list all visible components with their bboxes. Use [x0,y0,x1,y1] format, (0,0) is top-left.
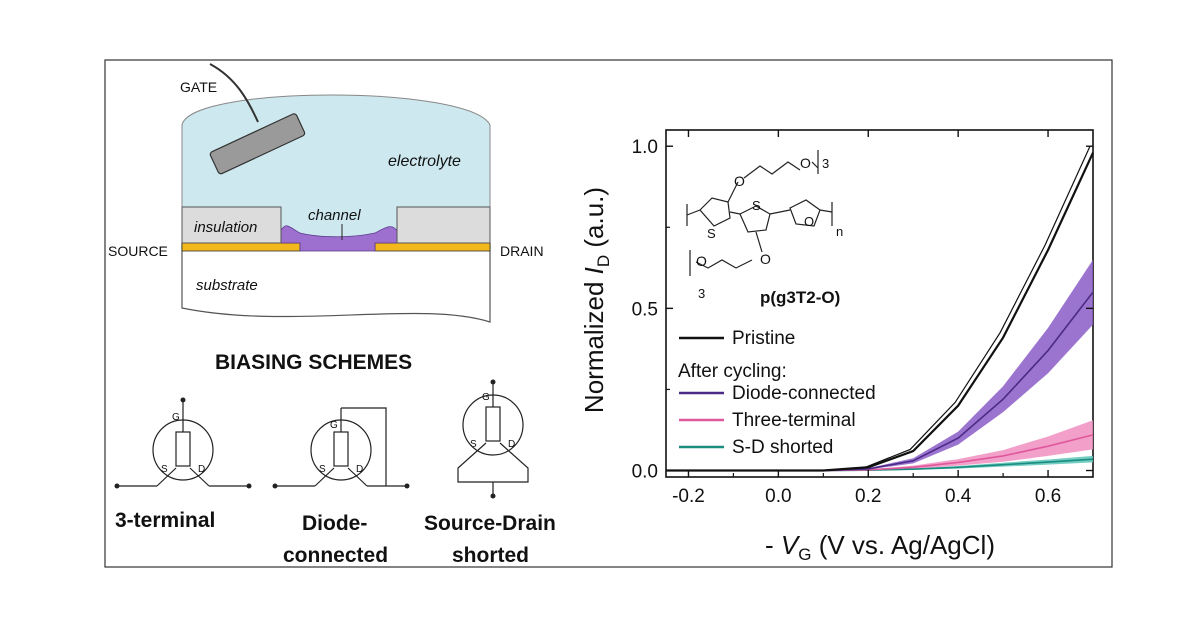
d-label: D [198,464,205,475]
subscript-3-top: 3 [822,156,829,171]
drain-dot [246,483,252,489]
diode-link [341,407,387,486]
scheme-label: 3-terminal [115,509,215,532]
drain-lead [189,467,210,487]
d-label: D [356,464,363,475]
molecule-structure [686,150,833,276]
y-axis-title: Normalized ID (a.u.) [579,187,613,413]
drain-lead [347,467,368,487]
biasing-title: BIASING SCHEMES [215,351,412,374]
gate-dot [180,397,186,403]
legend-label-0: Pristine [732,328,795,349]
scheme-label-line2: connected [283,544,388,567]
s-label: S [319,464,326,475]
transfer-curve-chart: -0.2 0.0 0.2 0.4 0.6 0.0 0.5 1.0 Normalized ID … [579,129,1094,564]
source-lead [156,467,177,487]
gate-box [333,431,349,467]
thiophene-ring-2 [739,205,771,233]
scheme-label-line1: Diode- [302,512,367,535]
source-contact [181,242,301,252]
series-line-0-trace2 [820,145,1091,472]
scheme-label-line1: Source-Drain [424,512,556,535]
x-axis-title: - VG (V vs. Ag/AgCl) [765,530,995,564]
polymer-name: p(g3T2-O) [760,288,840,307]
x-tick-label-1: 0.0 [765,486,791,507]
gate-dot [490,379,496,385]
source-dot [114,483,120,489]
series-lines [666,145,1094,472]
insulation-label: insulation [194,219,257,236]
scheme-sd-shorted: G S D Source-Drain shorted [424,379,556,567]
y-tick-label-2: 1.0 [632,137,658,158]
gate-wire [209,63,259,123]
scheme-diode-connected: G S D Diode- connected [272,407,410,567]
legend-label-2: Three-terminal [732,410,856,431]
oxygen-atom-top: O [734,173,745,189]
drain-dot [404,483,410,489]
axis-ticks: -0.2 0.0 0.2 0.4 0.6 0.0 0.5 1.0 [632,130,1093,507]
drain-label: DRAIN [500,243,544,259]
d-label: D [508,439,515,450]
electrolyte-label: electrolyte [388,153,461,170]
scheme-3-terminal: G S D 3-terminal [114,397,252,532]
legend-label-1: Diode-connected [732,383,876,404]
source-dot [272,483,278,489]
gate-electrode [209,113,306,175]
s-label: S [470,439,477,450]
sulfur-atom-2: S [752,198,761,213]
insulation-right [396,206,491,244]
oxygen-atom-chain-top: O [800,155,811,171]
x-tick-label-3: 0.4 [945,486,972,507]
subscript-n: n [836,224,843,239]
x-tick-label-4: 0.6 [1035,486,1061,507]
legend-label-3: S-D shorted [732,437,833,458]
subscript-3-bottom: 3 [698,286,705,301]
common-dot [490,493,496,499]
y-tick-label-0: 0.0 [632,462,658,483]
y-tick-label-1: 0.5 [632,299,658,320]
source-label: SOURCE [108,243,168,259]
x-tick-label-0: -0.2 [672,486,705,507]
drain-contact [374,242,491,252]
source-lead [314,467,335,487]
g-label: G [172,412,180,423]
gate-box [485,406,501,442]
series-band-2 [823,420,1093,471]
g-label: G [330,420,338,431]
sulfur-atom-1: S [707,226,716,241]
g-label: G [482,392,490,403]
series-band-1 [823,259,1093,471]
s-label: S [161,464,168,475]
oxygen-atom-chain-bottom: O [696,253,707,269]
furan-ring [789,199,821,227]
gate-box [175,431,191,467]
device-schematic: GATE electrolyte channel insulation SOUR… [108,63,544,323]
oxygen-atom-bottom: O [760,251,771,267]
x-tick-label-2: 0.2 [855,486,881,507]
channel-label: channel [308,207,361,224]
gate-label: GATE [180,79,217,95]
oxygen-atom-furan: O [804,214,814,229]
insulation-left [181,206,282,244]
substrate-label: substrate [196,277,258,294]
chart-legend: After cycling: PristineDiode-connectedTh… [678,328,876,458]
thiophene-ring-1 [699,197,731,227]
legend-header: After cycling: [678,361,787,382]
scheme-label-line2: shorted [452,544,529,567]
substrate-block [181,242,491,323]
